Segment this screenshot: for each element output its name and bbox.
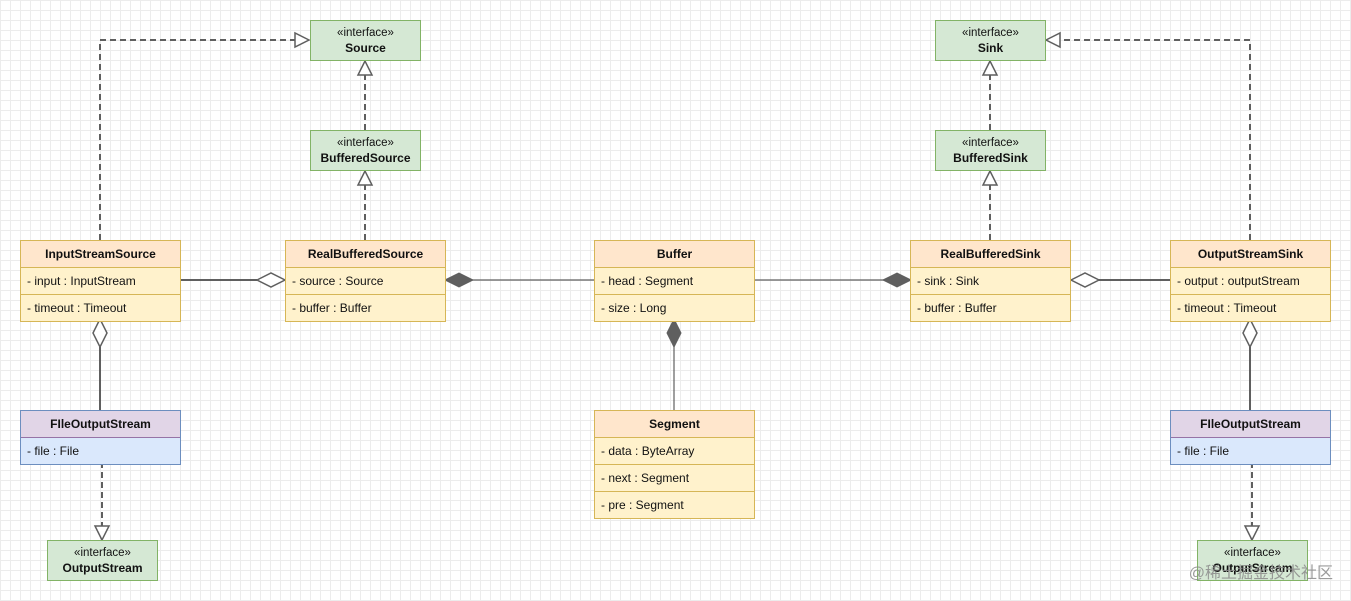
realization-right-file-output-stream-to-output-stream [1243,462,1261,542]
composition-real-buffered-sink-buffer [754,272,913,288]
hollow-triangle-arrowhead [1044,31,1061,49]
aggregation-input-source-left-file-stream [92,317,108,410]
interface-name: BufferedSource [320,150,411,165]
class-field: - data : ByteArray [595,438,754,465]
aggregation-real-buffered-sink-output-sink [1069,272,1170,288]
class-file-output-stream-left[interactable]: FIleOutputStream - file : File [20,410,181,465]
realization-output-sink-to-sink [1044,31,1251,240]
class-name: RealBufferedSink [911,241,1070,268]
class-name: FIleOutputStream [1171,411,1330,438]
aggregation-output-sink-right-file-stream [1242,317,1258,410]
filled-diamond [443,272,475,288]
class-name: FIleOutputStream [21,411,180,438]
class-name: InputStreamSource [21,241,180,268]
interface-stereotype: «interface» [74,546,131,559]
interface-stereotype: «interface» [962,26,1019,39]
interface-output-stream-right[interactable]: «interface» OutputStream [1197,540,1308,581]
class-field: - buffer : Buffer [917,301,997,315]
hollow-diamond [1069,272,1101,288]
hollow-triangle-arrowhead [356,59,374,76]
class-field: - file : File [27,444,80,458]
hollow-diamond [255,272,287,288]
interface-name: OutputStream [62,560,143,575]
hollow-triangle-arrowhead [294,31,311,49]
interface-name: OutputStream [1212,560,1293,575]
interface-output-stream-left[interactable]: «interface» OutputStream [47,540,158,581]
realization-real-buffered-sink-to-buffered-sink [981,169,999,240]
interface-buffered-source[interactable]: «interface» BufferedSource [310,130,421,171]
interface-buffered-sink[interactable]: «interface» BufferedSink [935,130,1046,171]
filled-diamond [666,317,682,349]
class-field: - pre : Segment [601,498,684,512]
class-real-buffered-source[interactable]: RealBufferedSource - source : Source - b… [285,240,446,322]
hollow-triangle-arrowhead [981,169,999,186]
realization-real-buffered-source-to-buffered-source [356,169,374,240]
class-field: - timeout : Timeout [1177,301,1277,315]
watermark-text: @稀土掘金技术社区 [1188,565,1333,582]
class-field: - buffer : Buffer [292,301,372,315]
class-name: OutputStreamSink [1171,241,1330,268]
realization-buffered-source-to-source [356,59,374,130]
class-output-stream-sink[interactable]: OutputStreamSink - output : outputStream… [1170,240,1331,322]
composition-buffer-segment [666,317,682,410]
hollow-triangle-arrowhead [93,525,111,542]
interface-name: BufferedSink [953,150,1028,165]
hollow-triangle-arrowhead [1243,525,1261,542]
interface-stereotype: «interface» [1224,546,1281,559]
class-field: - input : InputStream [21,268,180,295]
realization-left-file-output-stream-to-output-stream [93,462,111,542]
interface-stereotype: «interface» [962,136,1019,149]
hollow-triangle-arrowhead [981,59,999,76]
interface-name: Source [345,40,386,55]
class-field: - sink : Sink [911,268,1070,295]
class-field: - head : Segment [595,268,754,295]
hollow-triangle-arrowhead [356,169,374,186]
realization-buffered-sink-to-sink [981,59,999,130]
interface-name: Sink [977,40,1004,55]
interface-source[interactable]: «interface» Source [310,20,421,61]
class-segment[interactable]: Segment - data : ByteArray - next : Segm… [594,410,755,519]
hollow-diamond [92,317,108,349]
filled-diamond [881,272,913,288]
class-name: Segment [595,411,754,438]
class-field: - next : Segment [595,465,754,492]
class-field: - size : Long [601,301,667,315]
hollow-diamond [1242,317,1258,349]
class-file-output-stream-right[interactable]: FIleOutputStream - file : File [1170,410,1331,465]
class-field: - timeout : Timeout [27,301,127,315]
class-name: RealBufferedSource [286,241,445,268]
class-buffer[interactable]: Buffer - head : Segment - size : Long [594,240,755,322]
interface-stereotype: «interface» [337,136,394,149]
composition-real-buffered-source-buffer [443,272,594,288]
class-field: - output : outputStream [1171,268,1330,295]
class-field: - file : File [1177,444,1230,458]
class-name: Buffer [595,241,754,268]
aggregation-real-buffered-source-input-source [180,272,287,288]
class-input-stream-source[interactable]: InputStreamSource - input : InputStream … [20,240,181,322]
interface-stereotype: «interface» [337,26,394,39]
class-field: - source : Source [286,268,445,295]
class-real-buffered-sink[interactable]: RealBufferedSink - sink : Sink - buffer … [910,240,1071,322]
realization-input-source-to-source [99,31,311,240]
interface-sink[interactable]: «interface» Sink [935,20,1046,61]
